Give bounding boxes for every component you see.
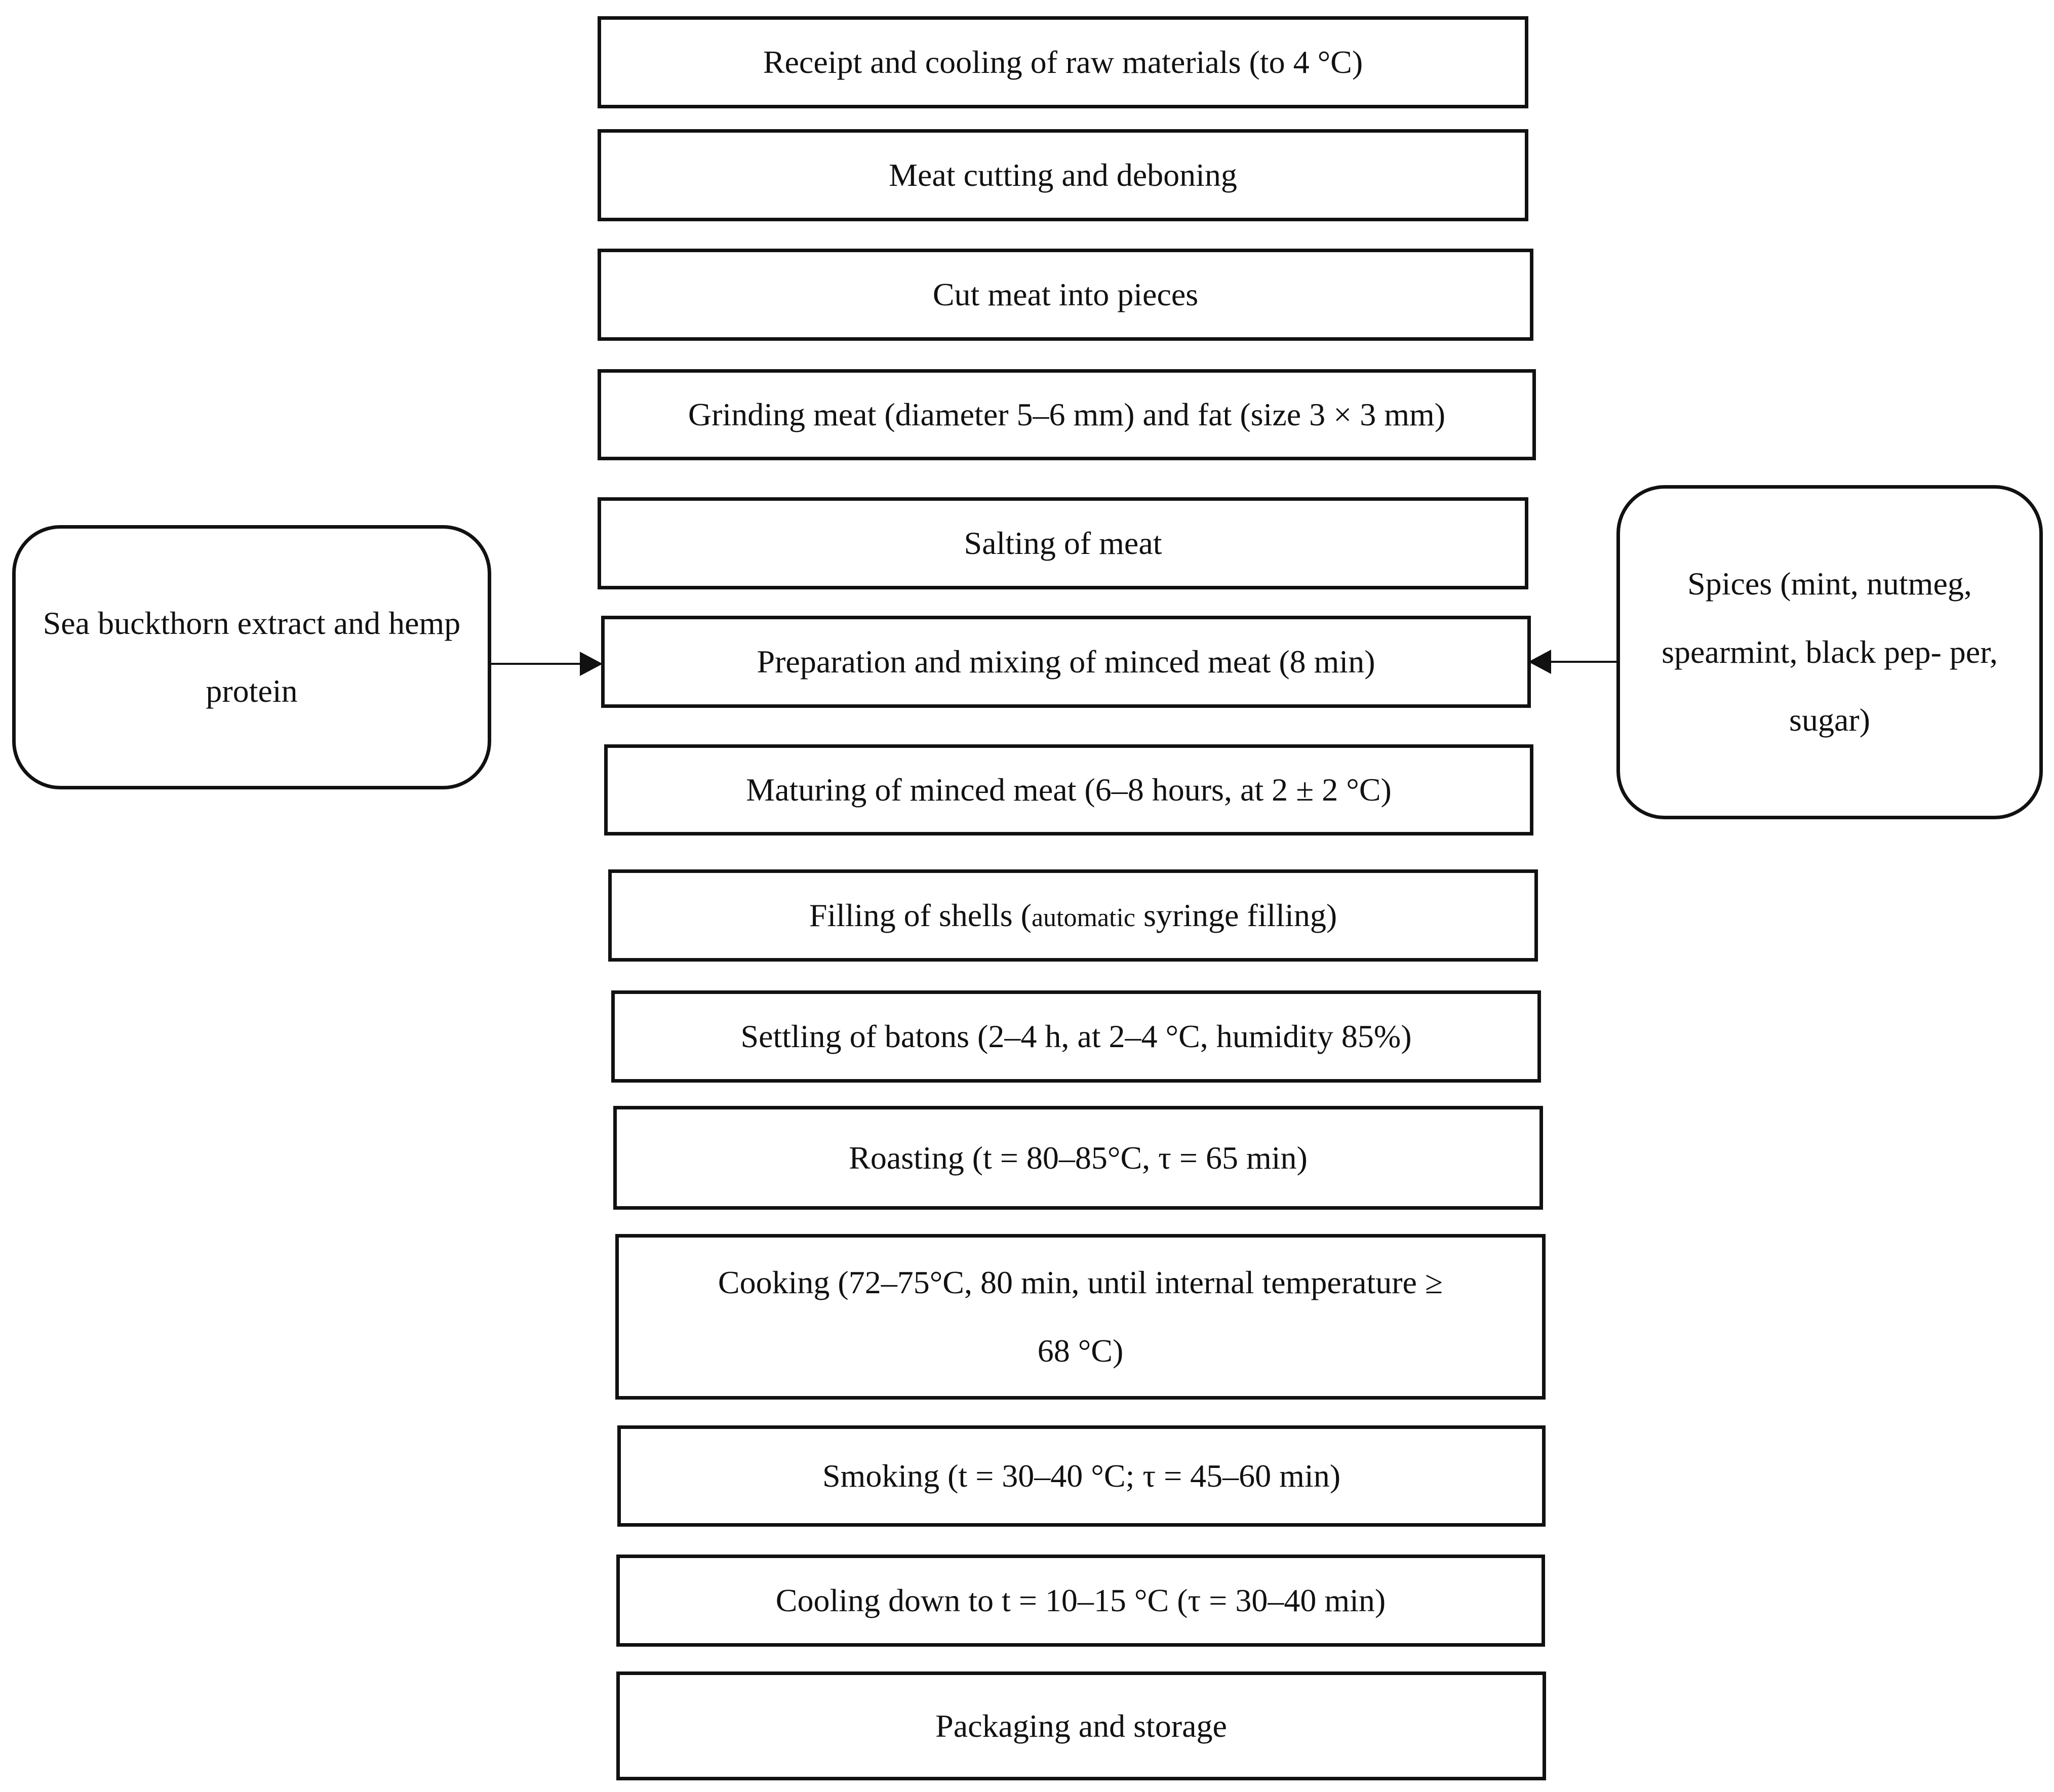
step-settling: Settling of batons (2–4 h, at 2–4 °C, hu…: [611, 990, 1541, 1083]
input-left-line-1: Sea buckthorn extract: [43, 605, 326, 641]
input-right-line-2: spearmint, black pep-: [1662, 633, 1942, 670]
step-cooling: Cooling down to t = 10–15 °C (τ = 30–40 …: [616, 1555, 1545, 1647]
left-arrow-head: [580, 652, 603, 676]
input-left-label: Sea buckthorn extract and hemp protein: [16, 589, 488, 726]
input-left-line-2: and hemp protein: [206, 605, 461, 709]
step-cooling-label: Cooling down to t = 10–15 °C (τ = 30–40 …: [775, 1582, 1386, 1618]
step-smoking: Smoking (t = 30–40 °C; τ = 45–60 min): [617, 1425, 1546, 1527]
step-packaging-label: Packaging and storage: [935, 1707, 1227, 1744]
step-roasting-label: Roasting (t = 80–85°C, τ = 65 min): [849, 1139, 1308, 1176]
step-receipt: Receipt and cooling of raw materials (to…: [598, 16, 1528, 108]
step-cutting-label: Meat cutting and deboning: [889, 157, 1237, 193]
step-salting-label: Salting of meat: [964, 525, 1162, 561]
step-maturing-label: Maturing of minced meat (6–8 hours, at 2…: [746, 772, 1392, 808]
cooking-line-2: 68 °C): [1037, 1332, 1124, 1369]
step-grinding-label: Grinding meat (diameter 5–6 mm) and fat …: [688, 396, 1446, 432]
step-salting: Salting of meat: [598, 497, 1528, 589]
step-pieces-label: Cut meat into pieces: [932, 276, 1199, 312]
input-spices: Spices (mint, nutmeg, spearmint, black p…: [1616, 485, 2043, 819]
step-packaging: Packaging and storage: [616, 1671, 1546, 1780]
right-arrow-head: [1528, 650, 1551, 674]
step-settling-label: Settling of batons (2–4 h, at 2–4 °C, hu…: [740, 1018, 1412, 1054]
step-mixing: Preparation and mixing of minced meat (8…: [601, 616, 1531, 708]
input-sea-buckthorn-hemp: Sea buckthorn extract and hemp protein: [12, 525, 491, 789]
step-roasting: Roasting (t = 80–85°C, τ = 65 min): [613, 1106, 1543, 1210]
step-mixing-label: Preparation and mixing of minced meat (8…: [757, 644, 1375, 680]
filling-text-small: automatic: [1031, 903, 1135, 932]
cooking-line-1: Cooking (72–75°C, 80 min, until internal…: [718, 1264, 1443, 1301]
input-right-label: Spices (mint, nutmeg, spearmint, black p…: [1620, 550, 2039, 754]
step-cooking-label: Cooking (72–75°C, 80 min, until internal…: [718, 1249, 1443, 1385]
step-filling-label: Filling of shells (automatic syringe fil…: [809, 895, 1337, 936]
step-grinding: Grinding meat (diameter 5–6 mm) and fat …: [598, 369, 1536, 460]
step-maturing: Maturing of minced meat (6–8 hours, at 2…: [604, 744, 1533, 835]
step-cutting: Meat cutting and deboning: [598, 129, 1528, 221]
input-right-line-1: Spices (mint, nutmeg,: [1687, 566, 1972, 602]
input-right-line-3: per, sugar): [1789, 633, 1998, 738]
filling-text-end: syringe filling): [1135, 897, 1337, 933]
step-receipt-label: Receipt and cooling of raw materials (to…: [763, 44, 1363, 80]
step-smoking-label: Smoking (t = 30–40 °C; τ = 45–60 min): [822, 1458, 1341, 1494]
step-cooking: Cooking (72–75°C, 80 min, until internal…: [615, 1234, 1546, 1400]
filling-text-main: Filling of shells (: [809, 897, 1032, 933]
step-filling: Filling of shells (automatic syringe fil…: [608, 869, 1538, 962]
step-pieces: Cut meat into pieces: [598, 249, 1533, 341]
